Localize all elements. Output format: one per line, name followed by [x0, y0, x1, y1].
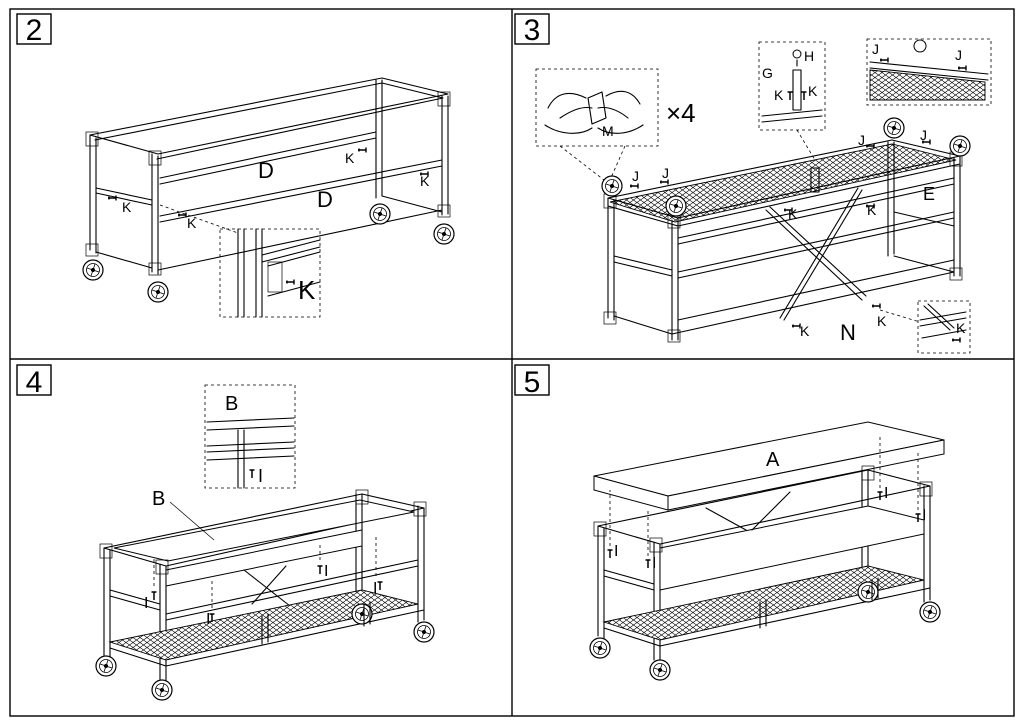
step-3-brace-detail [917, 300, 971, 354]
step-5-shelf-unit [589, 434, 941, 681]
step-3-label-j-4: J [920, 127, 927, 143]
step-5-label-i-3: I [884, 485, 888, 502]
step-5-top-board [593, 421, 945, 511]
step-5-label-i-1: I [614, 543, 618, 560]
step-3-label-n: N [840, 320, 856, 345]
step-3-label-k-1: K [788, 206, 798, 222]
panel-frames [9, 8, 1015, 717]
step-3-label-h: H [804, 48, 814, 64]
step-3-label-k-4: K [877, 313, 887, 329]
step-3-label-j-1: J [632, 168, 639, 184]
step-3-hands-detail [535, 68, 659, 181]
step-5-panel: 5 A [514, 364, 945, 681]
step-2-label-d-lower: D [317, 187, 333, 212]
step-5-label-i-2: I [652, 555, 656, 572]
step-4-detail-label-b: B [225, 393, 238, 415]
step-5-label-a: A [766, 449, 780, 471]
step-3-label-k-detail: K [956, 320, 966, 336]
step-3-panel: 3 M ×4 H G K K [514, 13, 992, 354]
step-4-leader-b [169, 501, 215, 541]
step-4-detail-box [204, 384, 296, 489]
step-3-label-k-bolt-left: K [774, 87, 784, 103]
step-3-number-box [514, 13, 550, 45]
step-4-detail-label-i: I [258, 466, 263, 486]
step-2-number: 2 [26, 14, 43, 47]
step-3-label-k-2: K [867, 202, 877, 218]
step-4-label-b: B [152, 488, 165, 510]
step-2-label-k-mid: K [187, 215, 197, 231]
step-3-label-k-3: K [800, 323, 810, 339]
step-3-label-j-2: J [662, 165, 669, 181]
step-2-number-box [16, 13, 52, 45]
step-4-shelf-unit [95, 489, 435, 701]
step-2-detail-label-k: K [298, 275, 316, 305]
step-3-number: 3 [524, 14, 541, 47]
step-2-label-k-right: K [420, 173, 430, 189]
step-5-number: 5 [524, 366, 541, 399]
step-3-label-j-detail-right: J [955, 47, 962, 63]
step-3-label-j-detail-left: J [872, 41, 879, 57]
step-2-label-d-upper: D [258, 158, 274, 183]
step-2-label-k-upper: K [345, 150, 355, 166]
step-4-label-i-1: I [144, 595, 148, 612]
step-3-label-e: E [923, 184, 935, 204]
step-3-corner-detail [866, 38, 992, 106]
step-3-bolt-detail [758, 41, 826, 161]
step-2-detail-box [219, 228, 321, 318]
step-4-panel: 4 B I [16, 364, 435, 701]
step-4-number: 4 [26, 366, 43, 399]
step-4-label-i-2: I [206, 611, 210, 628]
step-3-times-four: ×4 [666, 98, 696, 128]
step-3-label-g: G [762, 65, 773, 81]
step-4-label-i-3: I [324, 563, 328, 580]
step-2-panel: 2 [16, 13, 455, 318]
step-3-label-j-3: J [858, 132, 865, 148]
step-5-number-box [514, 364, 550, 396]
step-4-number-box [16, 364, 52, 396]
step-3-shelf-unit [601, 117, 971, 343]
step-3-label-k-bolt-right: K [808, 83, 818, 99]
step-4-label-i-4: I [373, 580, 377, 597]
step-5-label-i-4: I [922, 507, 926, 524]
step-2-frame [82, 77, 455, 303]
step-3-label-m: M [602, 123, 614, 139]
step-2-label-k-left: K [122, 199, 132, 215]
